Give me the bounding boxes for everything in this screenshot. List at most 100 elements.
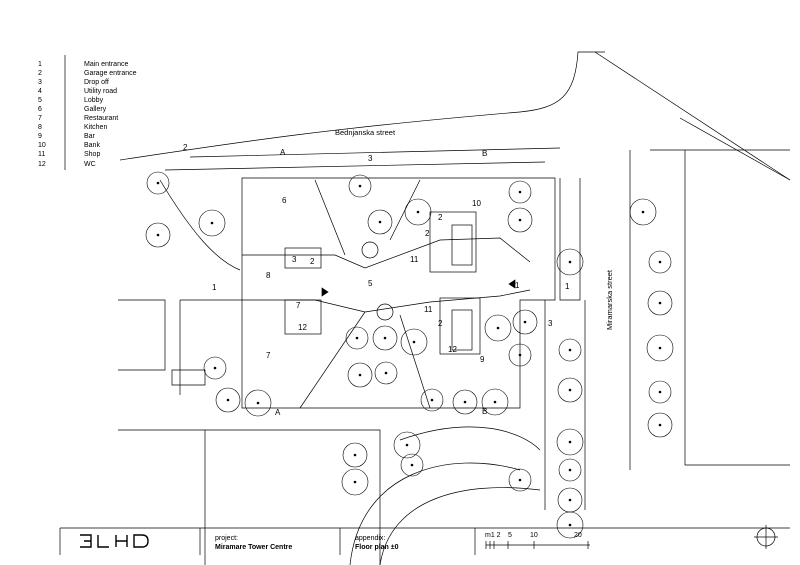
plan-label: B: [482, 149, 487, 158]
legend-number: 8: [38, 124, 42, 132]
tree-icon: [508, 180, 532, 204]
tree-trunk-icon: [568, 388, 572, 392]
tree-symbols: [145, 171, 674, 539]
tree-icon: [345, 326, 369, 350]
tree-trunk-icon: [256, 401, 260, 405]
tree-trunk-icon: [658, 346, 662, 350]
plan-label: 12: [298, 323, 307, 332]
tree-icon: [452, 389, 478, 415]
legend-label: Drop off: [84, 79, 109, 87]
legend-label: Shop: [84, 151, 101, 159]
tree-icon: [647, 412, 673, 438]
tree-icon: [507, 207, 533, 233]
tree-trunk-icon: [353, 453, 357, 457]
tree-trunk-icon: [430, 398, 434, 402]
plan-label: 2: [425, 229, 430, 238]
plan-label: 5: [368, 279, 373, 288]
legend-label: WC: [84, 160, 96, 168]
tree-trunk-icon: [493, 400, 497, 404]
project-label: project:: [215, 535, 238, 542]
legend-item: 6 Gallery: [38, 105, 137, 114]
tree-trunk-icon: [568, 523, 572, 527]
tree-trunk-icon: [658, 390, 662, 394]
plan-label: 1: [565, 282, 570, 291]
tree-trunk-icon: [226, 398, 230, 402]
appendix-label: appendix:: [355, 535, 386, 542]
legend-number: 1: [38, 61, 42, 68]
tree-icon: [198, 209, 226, 237]
legend-number: 3: [38, 79, 42, 87]
tree-trunk-icon: [156, 233, 160, 237]
tree-trunk-icon: [358, 373, 362, 377]
tree-trunk-icon: [523, 320, 527, 324]
plan-label: A: [280, 148, 286, 157]
tree-icon: [342, 442, 368, 468]
legend-label: Gallery: [84, 106, 107, 114]
tree-icon: [244, 389, 272, 417]
tree-icon: [629, 198, 657, 226]
plan-label: 9: [480, 355, 485, 364]
tree-trunk-icon: [384, 371, 388, 375]
tree-icon: [556, 428, 584, 456]
tree-trunk-icon: [496, 326, 500, 330]
plan-label: 3: [368, 154, 373, 163]
logo: [80, 534, 149, 548]
tree-icon: [648, 380, 672, 404]
plan-label: 8: [266, 271, 271, 280]
tree-trunk-icon: [355, 336, 359, 340]
tree-icon: [145, 222, 171, 248]
tree-icon: [420, 388, 444, 412]
tree-trunk-icon: [568, 468, 572, 472]
plan-label: 1: [212, 283, 217, 292]
scale-label: 20: [574, 532, 582, 539]
tree-icon: [558, 458, 582, 482]
legend-label: Utility road: [84, 88, 118, 96]
tree-icon: [508, 468, 532, 492]
tree-trunk-icon: [378, 220, 382, 224]
legend-number: 4: [38, 88, 42, 96]
tree-icon: [367, 209, 393, 235]
plan-label: 11: [424, 305, 433, 314]
tree-trunk-icon: [518, 190, 522, 194]
plan-label: 6: [282, 196, 287, 205]
tree-icon: [341, 468, 369, 496]
tree-icon: [347, 362, 373, 388]
scale-label: m1 2: [485, 532, 501, 539]
tree-trunk-icon: [412, 340, 416, 344]
scale-label: 5: [508, 532, 512, 539]
legend-label: Kitchen: [84, 124, 108, 132]
tree-trunk-icon: [518, 478, 522, 482]
tree-trunk-icon: [641, 210, 645, 214]
plan-label: 7: [266, 351, 271, 360]
tree-trunk-icon: [568, 440, 572, 444]
tree-icon: [558, 338, 582, 362]
legend-item: 4 Utility road: [38, 87, 137, 96]
street-label-top: Bednjanska street: [335, 128, 396, 137]
legend-label: Bar: [84, 133, 95, 141]
tree-icon: [557, 377, 583, 403]
tree-icon: [400, 328, 428, 356]
plan-label: 2: [438, 213, 443, 222]
legend-label: Lobby: [84, 97, 104, 105]
legend-number: 6: [38, 106, 42, 114]
plan-label: 2: [183, 143, 188, 152]
tree-trunk-icon: [658, 260, 662, 264]
tree-trunk-icon: [410, 463, 414, 467]
tree-trunk-icon: [383, 336, 387, 340]
tree-icon: [481, 388, 509, 416]
tree-icon: [646, 334, 674, 362]
tree-icon: [215, 387, 241, 413]
plan-label: 7: [296, 301, 301, 310]
tree-trunk-icon: [518, 353, 522, 357]
tree-icon: [203, 356, 227, 380]
legend-number: 12: [38, 160, 46, 168]
legend-label: Garage entrance: [84, 70, 137, 78]
tree-icon: [400, 453, 424, 477]
tree-trunk-icon: [353, 480, 357, 484]
street-label-right: Miramarska street: [605, 269, 614, 330]
